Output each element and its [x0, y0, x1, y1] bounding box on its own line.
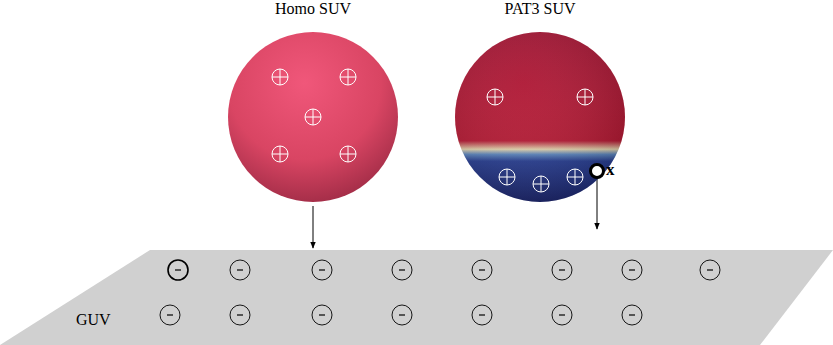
- shape-outline: [0, 249, 833, 345]
- vesicle-sphere: Homo SUV: [225, 0, 401, 206]
- vesicle-title: PAT3 SUV: [452, 0, 628, 18]
- membrane-plane: GUV: [0, 249, 833, 345]
- minus-charge: [472, 305, 492, 325]
- minus-charge: [168, 260, 188, 280]
- minus-charge: [160, 305, 180, 325]
- minus-charge: [392, 305, 412, 325]
- minus-charge: [622, 260, 642, 280]
- membrane-label: GUV: [76, 311, 111, 329]
- point-label: x: [606, 160, 615, 180]
- plus-charge: [487, 89, 503, 105]
- plus-charge: [272, 146, 288, 162]
- plus-charge: [340, 69, 356, 85]
- minus-charge: [230, 260, 250, 280]
- plus-charge: [577, 89, 593, 105]
- vesicle-sphere: PAT3 SUV: [452, 0, 628, 206]
- minus-charge: [312, 260, 332, 280]
- minus-charge: [312, 305, 332, 325]
- minus-charge: [552, 305, 572, 325]
- approach-arrow: [313, 206, 314, 248]
- minus-charge: [472, 260, 492, 280]
- minus-charge: [622, 305, 642, 325]
- plus-charge: [340, 146, 356, 162]
- minus-charge: [552, 260, 572, 280]
- vesicle-title: Homo SUV: [225, 0, 401, 18]
- plus-charge: [305, 109, 321, 125]
- minus-charge: [230, 305, 250, 325]
- shape-outline: [452, 0, 628, 206]
- minus-charge: [700, 260, 720, 280]
- approach-arrow: [597, 178, 598, 229]
- minus-charge: [392, 260, 412, 280]
- shape-outline: [225, 0, 401, 206]
- plus-charge: [533, 176, 549, 192]
- plus-charge: [272, 69, 288, 85]
- plus-charge: [499, 169, 515, 185]
- plus-charge: [567, 169, 583, 185]
- marker-point: [591, 165, 604, 178]
